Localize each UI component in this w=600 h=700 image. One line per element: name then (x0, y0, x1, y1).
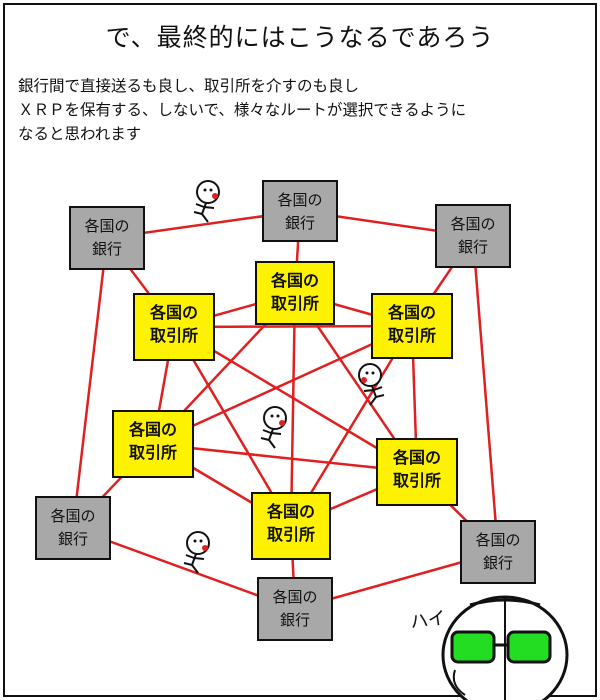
exchange-label-line-2: 取引所 (150, 326, 198, 345)
bank-box (460, 520, 536, 584)
exchange-box (255, 261, 335, 325)
bank-box (257, 577, 333, 641)
description-text: 銀行間で直接送るも良し、取引所を介すのも良し ＸＲＰを保有する、しないで、様々な… (18, 74, 593, 146)
exchange-box (112, 410, 194, 478)
bank-label-line-1: 各国の (475, 531, 520, 549)
description-line-1: 銀行間で直接送るも良し、取引所を介すのも良し (18, 77, 360, 95)
bank-box (69, 206, 145, 270)
bank-box (435, 204, 511, 268)
exchange-box (133, 293, 215, 361)
exchange-label-line-1: 各国の (149, 303, 198, 322)
bank-label-line-1: 各国の (272, 588, 317, 606)
speech-text-hai: ハイ (408, 607, 448, 634)
runner-figure-4 (183, 531, 210, 574)
edge-bank_ll-bank_ul (71, 237, 109, 529)
exchange-label-line-2: 取引所 (393, 471, 441, 490)
bank-box (262, 180, 338, 242)
exchange-label-line-2: 取引所 (388, 326, 436, 345)
green-glasses-left (450, 630, 496, 664)
description-line-2: ＸＲＰを保有する、しないで、様々なルートが選択できるように (18, 101, 467, 119)
bank-label-line-1: 各国の (277, 191, 322, 209)
diagram-nodes: 各国の銀行各国の銀行各国の銀行各国の銀行各国の銀行各国の銀行各国の取引所各国の取… (35, 180, 536, 641)
bank-label-line-2: 銀行 (280, 611, 310, 629)
bank-label-line-1: 各国の (450, 215, 495, 233)
bank-box (35, 496, 111, 560)
exchange-box (371, 293, 453, 359)
exchange-label-line-1: 各国の (387, 303, 436, 322)
runner-figure-3 (260, 406, 287, 449)
edge-ex_right-ex_mleft (152, 324, 413, 446)
bank-label-line-2: 銀行 (285, 214, 315, 232)
exchange-label-line-1: 各国の (270, 271, 319, 290)
bank-label-line-2: 銀行 (458, 238, 488, 256)
bank-label-line-2: 銀行 (92, 240, 122, 258)
runner-figure-2 (358, 363, 385, 406)
exchange-label-line-2: 取引所 (271, 294, 319, 313)
exchange-label-line-2: 取引所 (129, 443, 177, 462)
bank-label-line-2: 銀行 (58, 530, 88, 548)
green-glasses-right (506, 630, 552, 664)
exchange-box (251, 492, 331, 560)
exchange-label-line-1: 各国の (392, 448, 441, 467)
edge-bank_ur-bank_lr (471, 235, 500, 553)
edge-ex_mleft-ex_mright (152, 442, 418, 474)
exchange-label-line-1: 各国の (266, 502, 315, 521)
bank-label-line-1: 各国の (50, 507, 95, 525)
exchange-box (376, 438, 458, 506)
runner-figure-1 (193, 180, 220, 223)
edge-ex_top-ex_bottom (289, 292, 297, 527)
description-line-3: なると思われます (18, 125, 142, 143)
exchange-label-line-2: 取引所 (267, 525, 315, 544)
bank-label-line-1: 各国の (84, 217, 129, 235)
exchange-label-line-1: 各国の (128, 420, 177, 439)
mascot-character (441, 595, 569, 700)
page-title: で、最終的にはこうなるであろう (105, 23, 495, 52)
bank-label-line-2: 銀行 (483, 554, 513, 572)
